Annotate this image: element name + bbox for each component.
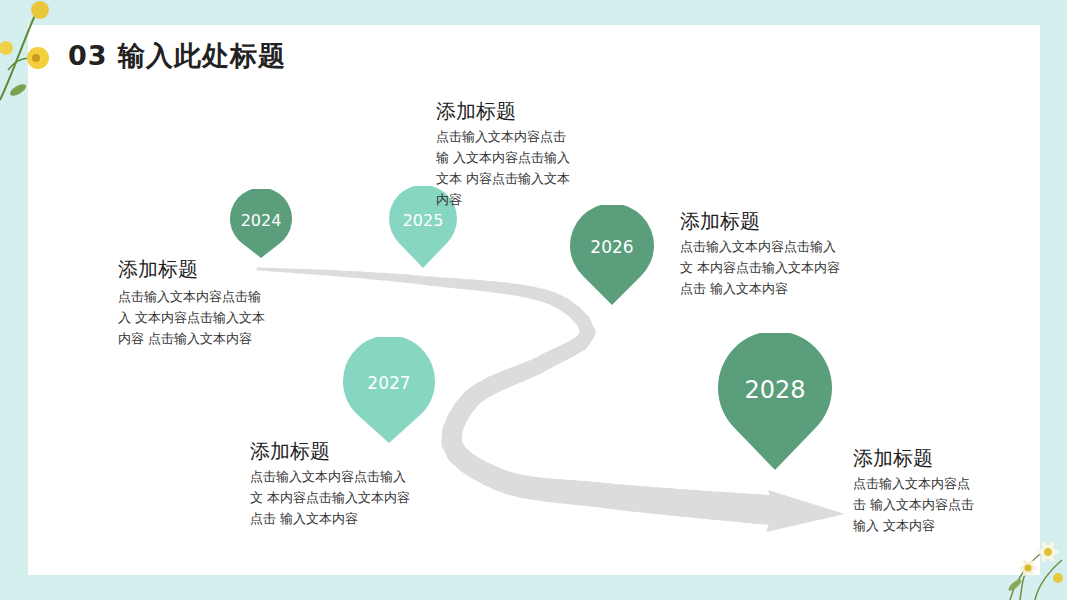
pin-fill xyxy=(343,337,435,443)
year-label: 2028 xyxy=(718,376,832,404)
flower-top-left xyxy=(0,1,49,100)
road-segment xyxy=(258,268,270,272)
pin-fill xyxy=(718,333,832,470)
item-heading: 添加标题 xyxy=(250,438,330,465)
item-body: 点击输入文本内容点击输 入文本内容点击输入文本 内容点击输入文本内容 xyxy=(436,126,577,210)
pin-fill xyxy=(230,189,292,258)
item-heading: 添加标题 xyxy=(436,98,516,125)
item-heading: 添加标题 xyxy=(853,445,933,472)
flower-bottom-right xyxy=(1007,541,1063,600)
item-heading: 添加标题 xyxy=(118,256,198,283)
pin-fill xyxy=(570,205,654,305)
year-label: 2026 xyxy=(570,237,654,257)
item-body: 点击输入文本内容点击输入文 本内容点击输入文本内容点击 输入文本内容 xyxy=(250,466,416,529)
year-label: 2024 xyxy=(230,211,292,230)
year-pin: 2024 xyxy=(230,189,292,258)
year-pin: 2026 xyxy=(570,205,654,305)
year-label: 2025 xyxy=(389,211,457,230)
item-heading: 添加标题 xyxy=(680,208,760,235)
year-label: 2027 xyxy=(343,373,435,393)
road-segment xyxy=(758,494,770,525)
item-body: 点击输入文本内容点击 输入文本内容点击输入 文本内容 xyxy=(853,473,982,536)
item-body: 点击输入文本内容点击输入 文本内容点击输入文本内容 点击输入文本内容 xyxy=(118,286,272,349)
year-pin: 2028 xyxy=(718,333,832,470)
road-arrowhead xyxy=(766,490,845,532)
item-body: 点击输入文本内容点击输入文 本内容点击输入文本内容点击 输入文本内容 xyxy=(680,236,846,299)
year-pin: 2027 xyxy=(343,337,435,443)
slide-title: 03 输入此处标题 xyxy=(68,38,286,74)
